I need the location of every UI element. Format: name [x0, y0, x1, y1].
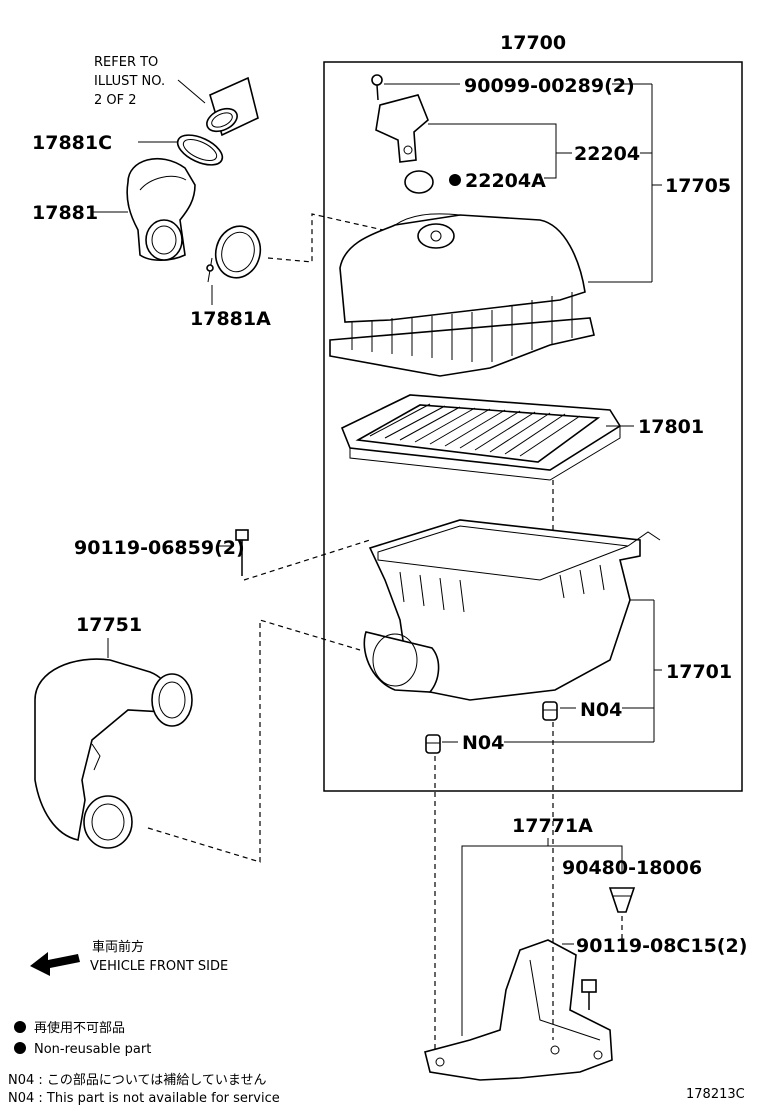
- bracket-17771A: [424, 939, 613, 1081]
- oring-22204A: [404, 170, 434, 194]
- legend-dot-2: [14, 1042, 26, 1054]
- grommet-n04-b: [425, 734, 441, 754]
- bolt-90119-08C15: [581, 979, 597, 1010]
- grommet-n04-a: [542, 701, 558, 721]
- label-n04-a: N04: [580, 699, 622, 721]
- legend-n04-jp: N04 : この部品については補給していません: [8, 1073, 266, 1088]
- air-cleaner-cap: [329, 213, 595, 377]
- direction-jp: 車両前方: [92, 939, 144, 955]
- label-22204: 22204: [574, 143, 640, 165]
- arrow-vehicle-front-icon: [30, 952, 80, 976]
- label-17881A: 17881A: [190, 308, 271, 330]
- filter-element-17801: [340, 394, 622, 481]
- clip-90480: [608, 887, 636, 913]
- refer-note-line3: 2 OF 2: [94, 93, 137, 108]
- label-22204A: 22204A: [465, 170, 546, 192]
- assembly-frame: [323, 61, 743, 792]
- sensor-22204: [375, 94, 429, 163]
- hose-end-upper: [206, 76, 259, 137]
- figure-id: 178213C: [686, 1087, 745, 1102]
- direction-en: VEHICLE FRONT SIDE: [90, 959, 228, 974]
- label-17881C: 17881C: [32, 132, 112, 154]
- label-17801: 17801: [638, 416, 704, 438]
- screw-90099: [371, 74, 383, 101]
- hose-17881: [126, 158, 196, 262]
- refer-note-line1: REFER TO: [94, 55, 158, 70]
- legend-n04-en: N04 : This part is not available for ser…: [8, 1091, 280, 1106]
- label-17700: 17700: [500, 32, 566, 54]
- label-90119-06859: 90119-06859(2): [74, 537, 245, 559]
- label-90119-08C15: 90119-08C15(2): [576, 935, 747, 957]
- clamp-17881C: [176, 134, 224, 166]
- refer-leader: [177, 79, 206, 104]
- legend-nonreusable-jp: 再使用不可部品: [34, 1020, 125, 1036]
- clamp-17881A: [206, 225, 262, 283]
- label-n04-b: N04: [462, 732, 504, 754]
- duct-17751: [34, 658, 193, 849]
- label-90099: 90099-00289(2): [464, 75, 635, 97]
- lower-case-17701: [363, 519, 661, 701]
- label-90480: 90480-18006: [562, 857, 702, 879]
- legend-nonreusable-en: Non-reusable part: [34, 1042, 151, 1057]
- label-17751: 17751: [76, 614, 142, 636]
- label-17881: 17881: [32, 202, 98, 224]
- legend-dot-1: [14, 1021, 26, 1033]
- label-17701: 17701: [666, 661, 732, 683]
- bolt-90119-06859: [235, 529, 249, 576]
- label-17705: 17705: [665, 175, 731, 197]
- nonreusable-dot-22204A: [449, 174, 461, 186]
- refer-note-line2: ILLUST NO.: [94, 74, 165, 89]
